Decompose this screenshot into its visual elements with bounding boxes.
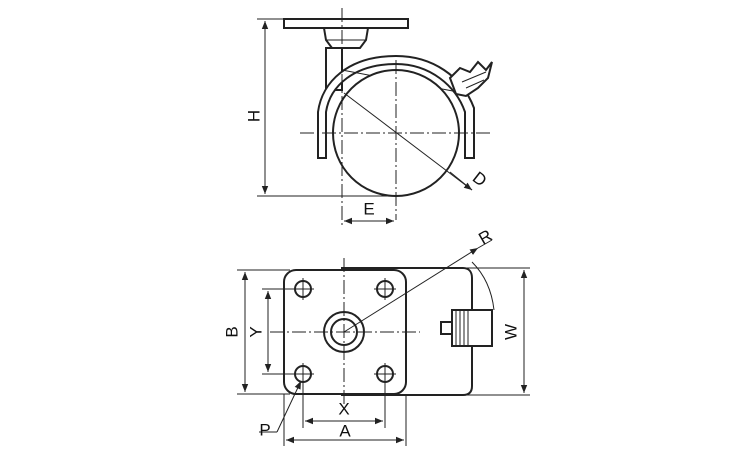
label-e: E	[363, 199, 374, 218]
label-p: P	[259, 420, 270, 439]
top-plate	[283, 18, 409, 29]
label-y: Y	[246, 326, 265, 337]
swivel-neck	[322, 27, 370, 49]
brake-lever	[448, 60, 493, 98]
label-h: H	[244, 110, 263, 122]
brake-pedal	[451, 309, 493, 347]
label-x: X	[338, 399, 349, 418]
fork-housing	[317, 54, 475, 159]
side-view: H E D	[244, 8, 493, 225]
dimension-r-radius	[343, 247, 479, 333]
top-view: B Y W X A P R	[222, 226, 530, 446]
label-r: R	[475, 226, 495, 249]
swivel-radius-arc	[471, 261, 495, 311]
label-d: D	[469, 168, 490, 191]
dimension-d-leader	[343, 92, 473, 191]
label-b: B	[222, 326, 241, 337]
label-w: W	[501, 324, 520, 340]
label-a: A	[339, 421, 351, 440]
dimension-p-leader	[276, 380, 302, 433]
